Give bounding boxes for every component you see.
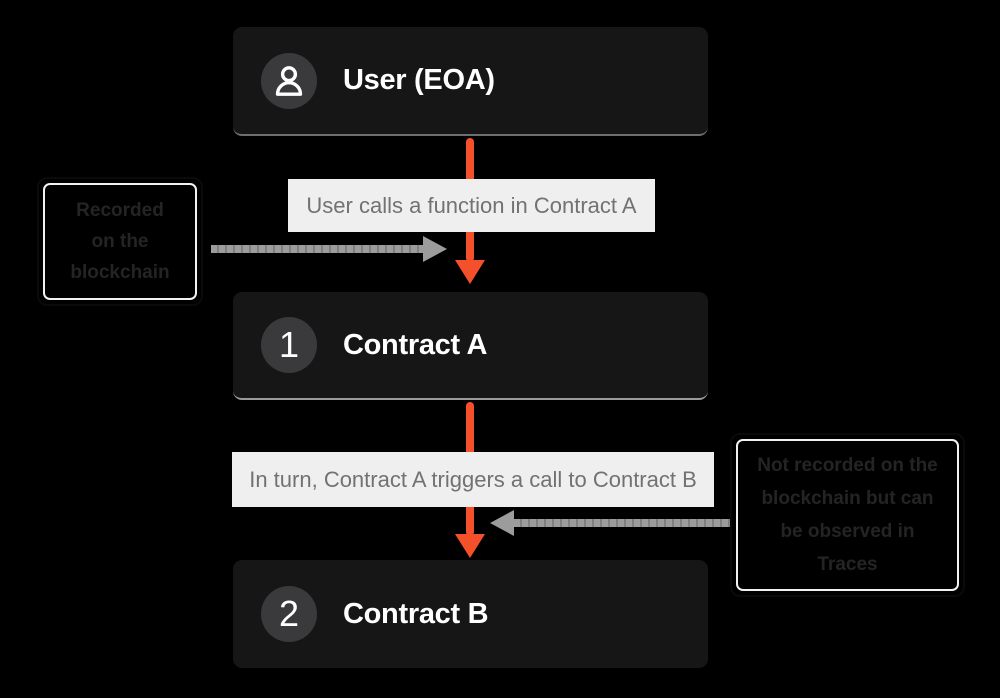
gray-arrow-line-right-callout [514, 519, 730, 527]
callout-line: blockchain but can [761, 488, 934, 509]
callout-text: Recorded on the blockchain [43, 183, 197, 300]
callout-line: blockchain [70, 262, 170, 283]
orange-arrowhead-down-icon [455, 534, 485, 558]
callout-text: Not recorded on the blockchain but can b… [736, 439, 959, 591]
step-2-badge: 2 [261, 586, 317, 642]
node-contract-a: 1 Contract A [233, 292, 708, 400]
callout-line: be observed in [780, 521, 915, 542]
step-1-badge: 1 [261, 317, 317, 373]
gray-arrowhead-right-icon [423, 236, 447, 262]
node-title-contract-a: Contract A [343, 328, 488, 361]
callout-line: Traces [817, 554, 878, 575]
node-title-user-eoa: User (EOA) [343, 64, 495, 96]
step-number: 2 [278, 593, 300, 634]
user-icon [275, 65, 303, 96]
callout-line: Recorded [76, 200, 164, 221]
edge-label-contract-a-calls-contract-b: In turn, Contract A triggers a call to C… [232, 452, 714, 507]
step-number: 1 [278, 324, 300, 365]
orange-arrowhead-down-icon [455, 260, 485, 284]
callout-not-recorded-observed-in-traces: Not recorded on the blockchain but can b… [730, 433, 965, 597]
callout-line: Not recorded on the [757, 455, 938, 476]
node-title-contract-b: Contract B [343, 597, 489, 630]
callout-recorded-on-blockchain: Recorded on the blockchain [37, 177, 203, 306]
gray-arrow-line-left-callout [211, 245, 425, 253]
node-contract-b: 2 Contract B [233, 560, 708, 668]
gray-arrowhead-left-icon [490, 510, 514, 536]
user-avatar-badge [261, 52, 317, 109]
callout-line: on the [91, 231, 149, 252]
node-user-eoa: User (EOA) [233, 27, 708, 136]
edge-label-user-calls-contract-a: User calls a function in Contract A [288, 179, 655, 232]
